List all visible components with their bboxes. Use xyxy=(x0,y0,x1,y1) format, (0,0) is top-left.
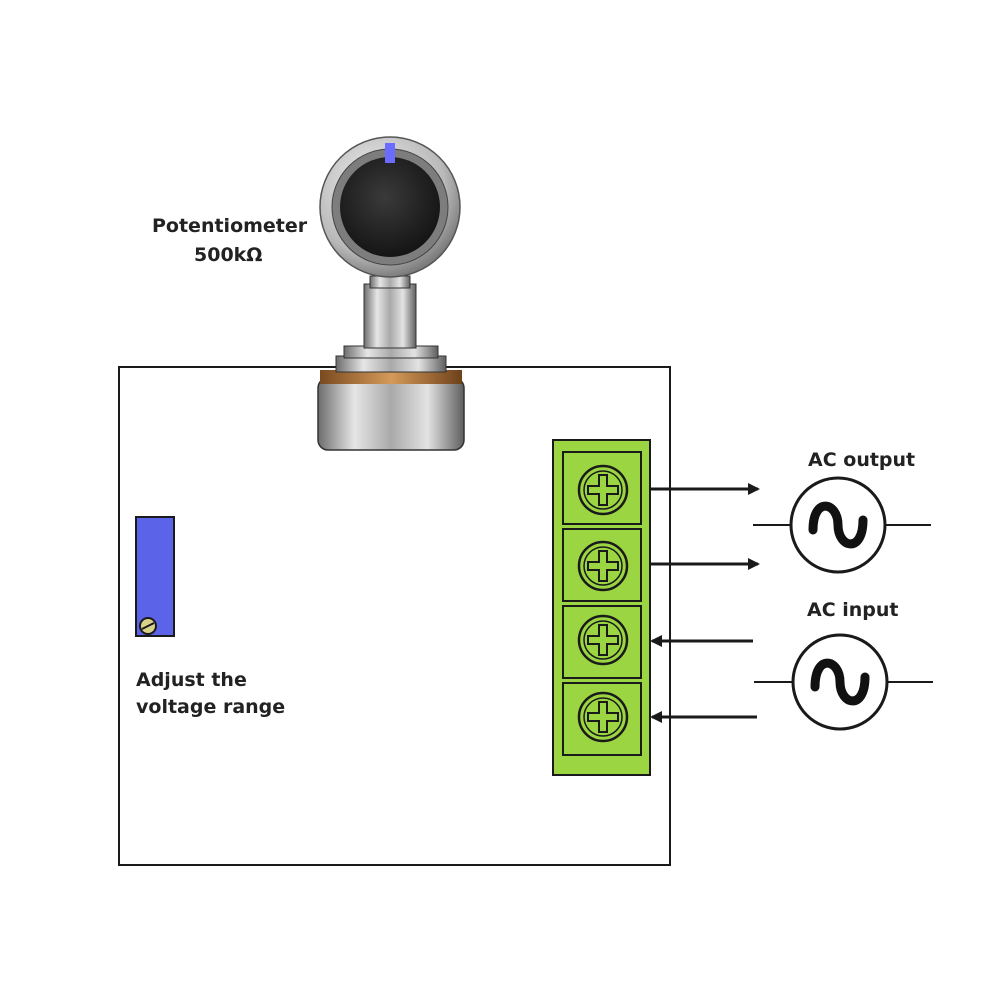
connection-arrows xyxy=(650,483,760,723)
screw-terminal-1[interactable] xyxy=(562,451,642,525)
ac-output-text: AC output xyxy=(808,449,916,471)
screw-terminal-icon[interactable] xyxy=(577,464,629,516)
adjust-text-1: Adjust the xyxy=(136,669,247,691)
adjust-label-line1: Adjust the xyxy=(136,666,247,694)
potentiometer-label: Potentiometer xyxy=(152,212,307,240)
ac-output-source xyxy=(753,476,931,574)
screw-terminal-icon[interactable] xyxy=(577,540,629,592)
potentiometer-knob-icon[interactable] xyxy=(319,136,461,278)
screw-terminal-4[interactable] xyxy=(562,682,642,756)
adjust-text-2: voltage range xyxy=(136,696,286,718)
ac-input-text: AC input xyxy=(807,599,899,621)
ac-source-icon xyxy=(789,476,887,574)
trimmer-potentiometer[interactable] xyxy=(135,516,175,637)
potentiometer-title: Potentiometer xyxy=(152,215,308,237)
screw-terminal-2[interactable] xyxy=(562,528,642,602)
ac-output-label: AC output xyxy=(808,446,915,474)
ac-input-source xyxy=(754,633,933,731)
ac-input-label: AC input xyxy=(807,596,899,624)
adjust-label-line2: voltage range xyxy=(136,693,285,721)
screw-terminal-icon[interactable] xyxy=(577,614,629,666)
screw-terminal-icon[interactable] xyxy=(577,691,629,743)
ac-source-icon xyxy=(791,633,889,731)
trimmer-screw-icon[interactable] xyxy=(139,617,157,635)
potentiometer-value: 500kΩ xyxy=(194,241,262,269)
terminal-block xyxy=(552,439,651,776)
potentiometer-value-text: 500kΩ xyxy=(194,244,263,266)
screw-terminal-3[interactable] xyxy=(562,605,642,679)
potentiometer xyxy=(317,136,465,451)
